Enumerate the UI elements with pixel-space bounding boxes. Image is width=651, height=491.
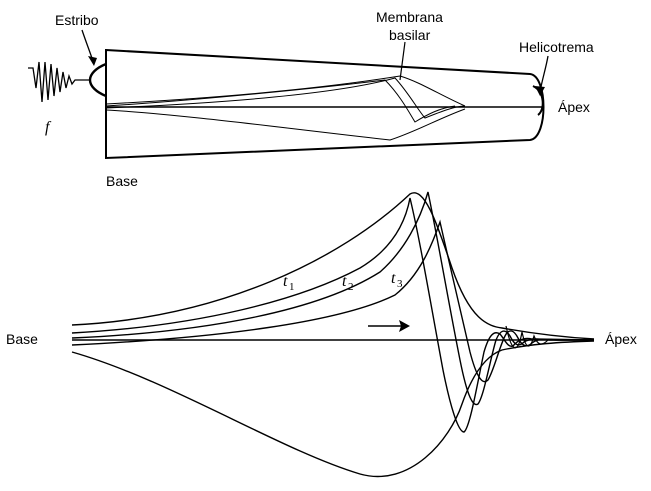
upper-envelope bbox=[72, 193, 594, 339]
traveling-wave-graph: Base Ápex t 1 t 2 t 3 bbox=[6, 192, 637, 476]
svg-text:3: 3 bbox=[397, 278, 403, 290]
svg-text:2: 2 bbox=[348, 281, 354, 293]
wave-t3 bbox=[72, 222, 594, 382]
base-label-bottom: Base bbox=[6, 331, 38, 347]
cochlea-schematic: Estribo Membrana basilar Helicotrema Ápe… bbox=[28, 9, 594, 189]
membrane-pointer bbox=[400, 42, 405, 80]
lower-envelope bbox=[72, 341, 594, 476]
stapes-shape bbox=[90, 64, 106, 96]
wave-t2 bbox=[72, 192, 594, 405]
time-label-t3: t 3 bbox=[391, 270, 403, 290]
svg-text:1: 1 bbox=[289, 281, 295, 293]
basilar-membrane-wave-2 bbox=[106, 78, 465, 118]
svg-text:t: t bbox=[342, 273, 347, 290]
helicotrema-pointer bbox=[540, 56, 548, 92]
basilar-membrane-lower-envelope bbox=[106, 109, 465, 140]
apex-label-top: Ápex bbox=[558, 99, 590, 115]
base-label-top: Base bbox=[106, 173, 138, 189]
apex-label-bottom: Ápex bbox=[605, 331, 637, 347]
basilar-membrane-label-line2: basilar bbox=[389, 27, 431, 43]
stapes-pointer-head bbox=[88, 56, 97, 66]
helicotrema-label: Helicotrema bbox=[519, 39, 594, 55]
basilar-membrane-label-line1: Membrana bbox=[376, 9, 443, 25]
svg-text:t: t bbox=[391, 270, 396, 287]
frequency-label: f bbox=[45, 119, 52, 136]
cochlear-duct-outline bbox=[106, 50, 544, 158]
stapes-label: Estribo bbox=[55, 12, 99, 28]
svg-text:t: t bbox=[283, 273, 288, 290]
time-label-t1: t 1 bbox=[283, 273, 295, 293]
source-oscillation bbox=[28, 62, 91, 102]
